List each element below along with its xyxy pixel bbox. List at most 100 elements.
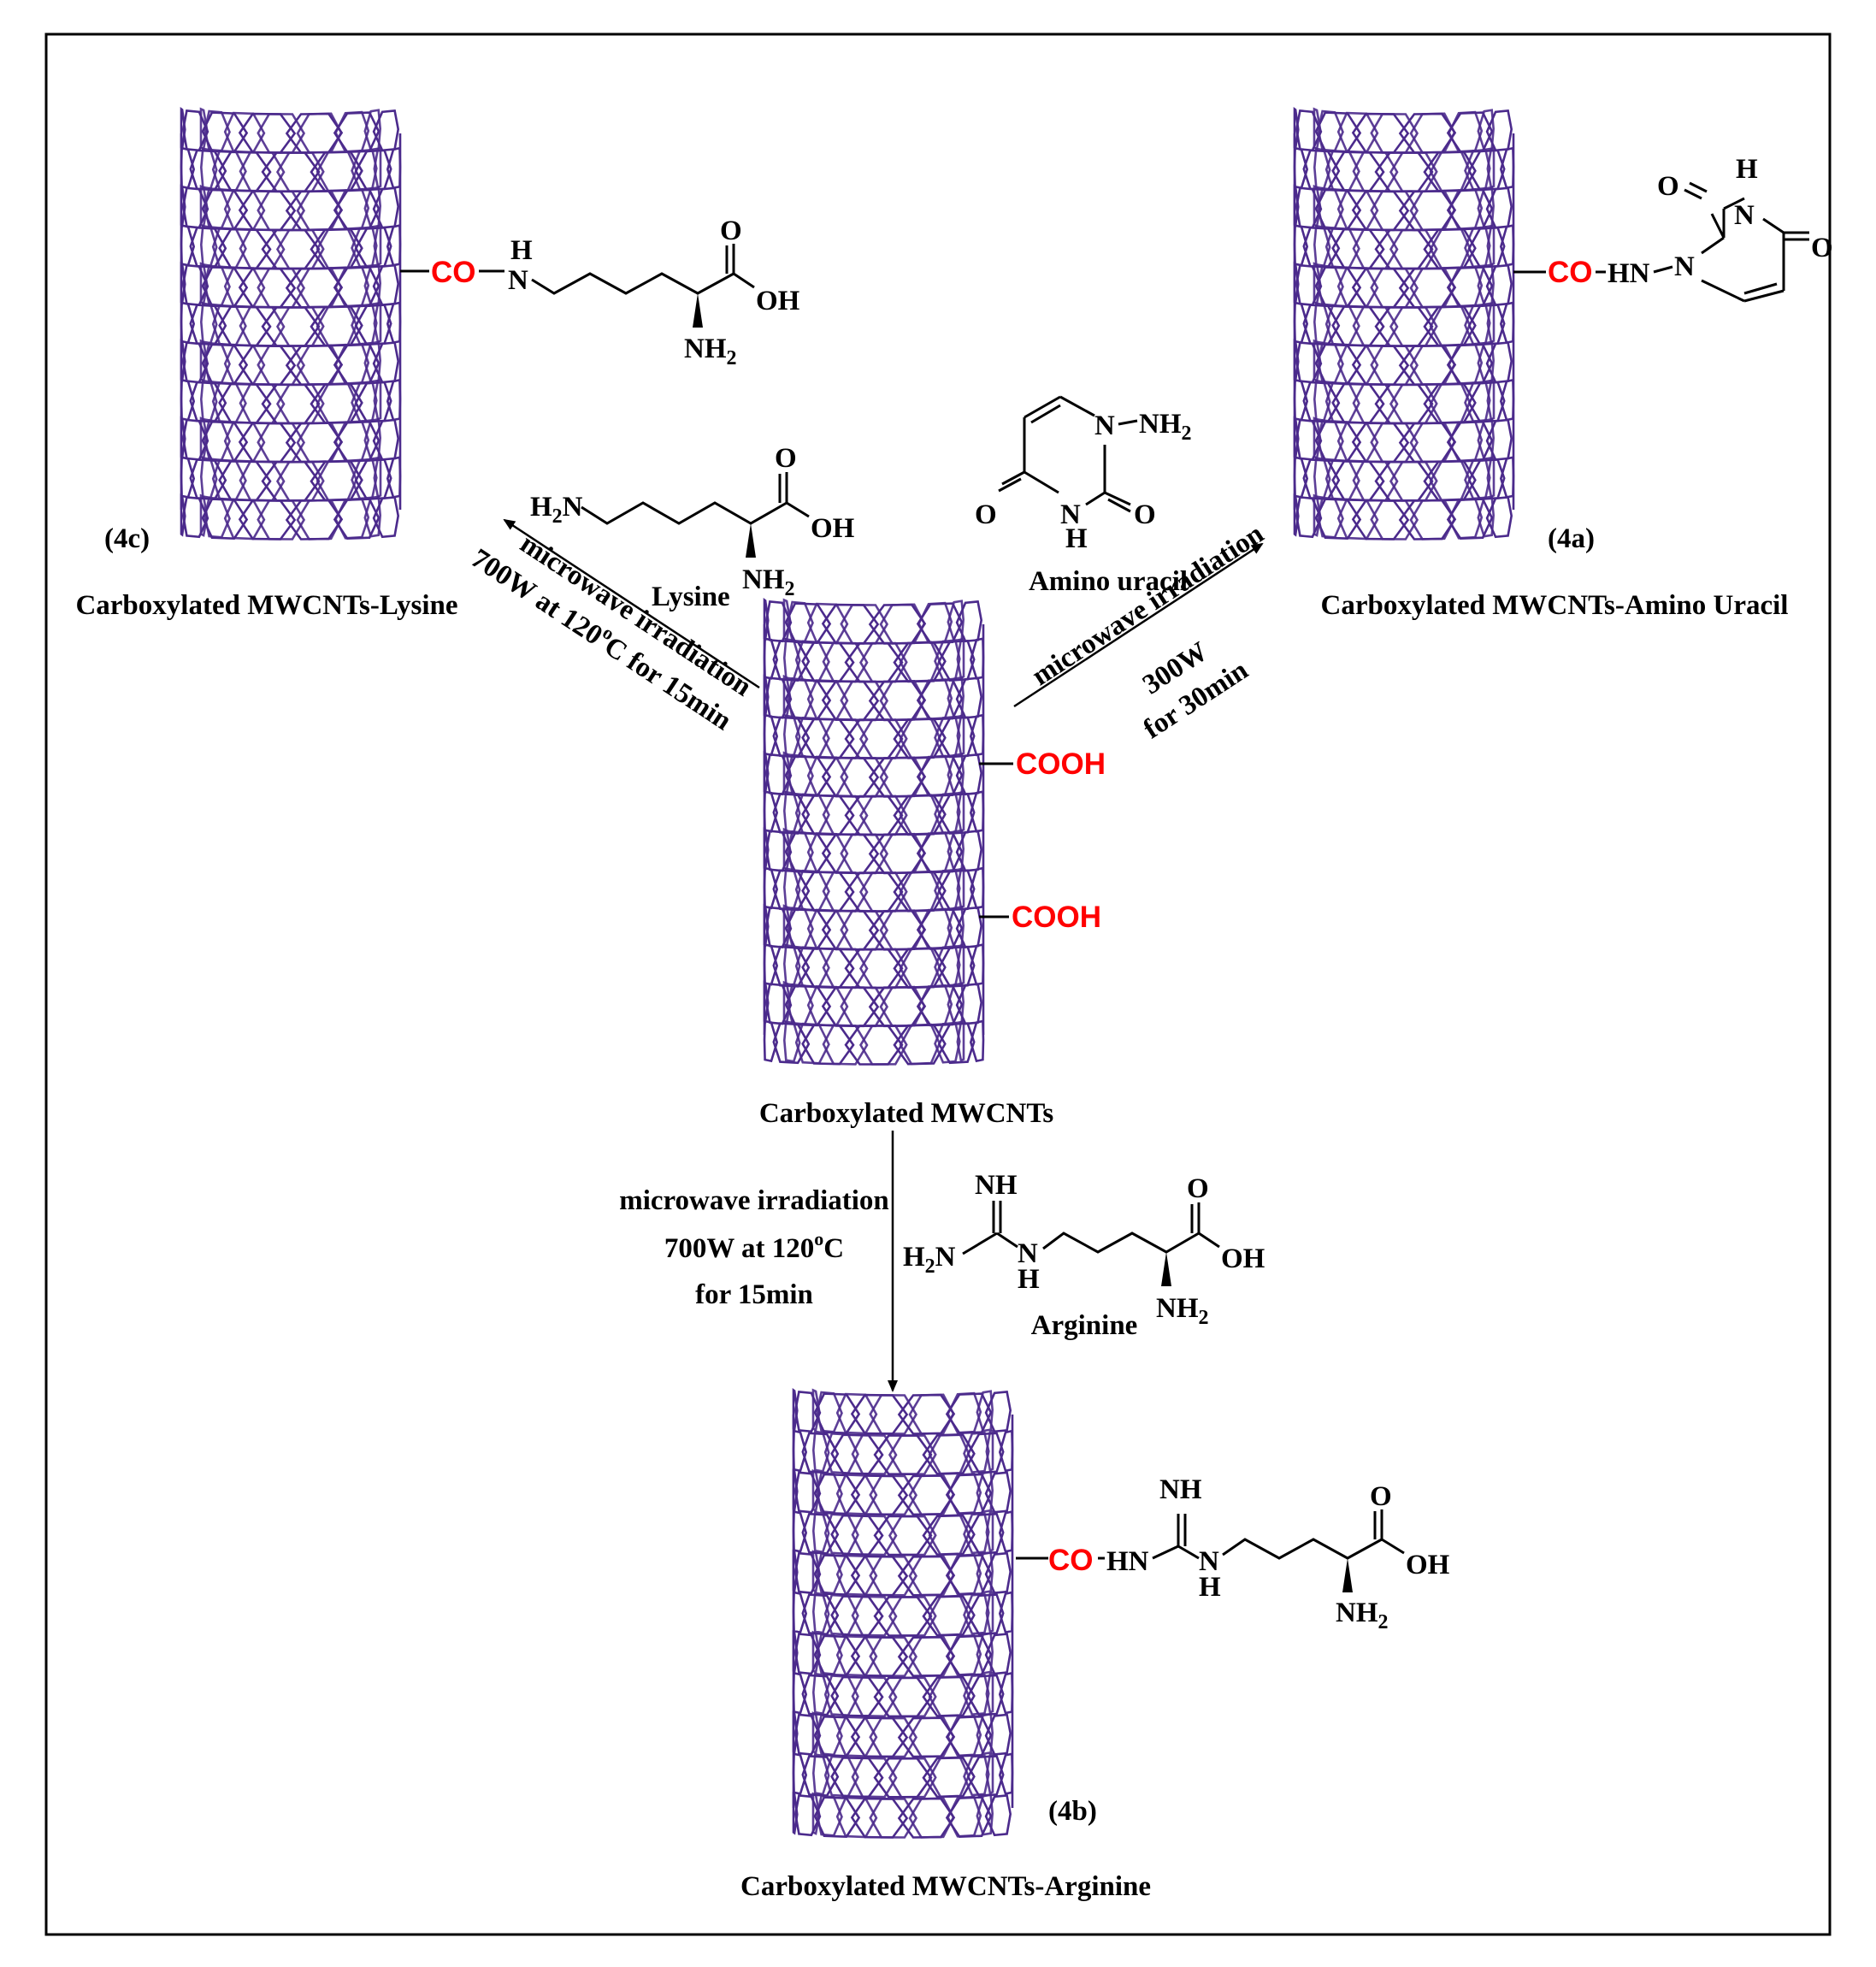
atom-hn: HN <box>1608 258 1650 289</box>
nanotube-hexagon <box>869 1636 918 1678</box>
nanotube-hexagon <box>835 1716 878 1757</box>
nanotube-hexagon <box>908 1635 955 1677</box>
nanotube-hexagon <box>811 1630 821 1675</box>
conditions-down-line3: for 15min <box>695 1279 813 1310</box>
nanotube-hexagon <box>373 377 382 422</box>
nanotube-hexagon <box>922 1595 976 1637</box>
nanotube-hexagon <box>811 1792 821 1835</box>
atom-o: O <box>1187 1173 1209 1204</box>
conditions-down-line2: 700W at 120oC <box>664 1228 844 1264</box>
nanotube-hexagon <box>888 1515 937 1556</box>
nanotube-hexagon <box>888 1757 937 1799</box>
nanotube-hexagon <box>963 1754 990 1797</box>
atom-nh2: NH2 <box>684 334 737 369</box>
nanotube-hexagon <box>811 1592 830 1634</box>
atom-hn: HN <box>1106 1546 1149 1577</box>
nanotube-hexagon <box>811 1510 830 1554</box>
nanotube-hexagon <box>869 1797 918 1839</box>
linker-co-4b: CO <box>1048 1544 1094 1577</box>
nanotube-hexagon <box>984 1793 1012 1837</box>
atom-h: H <box>1018 1264 1040 1295</box>
atom-n1: N <box>1094 411 1115 441</box>
nanotube-hexagon <box>793 1390 822 1433</box>
nanotube-hexagon <box>816 1633 843 1675</box>
nanotube-hexagon <box>908 1716 955 1758</box>
nanotube-hexagon <box>373 145 382 190</box>
nanotube-hexagon <box>976 1793 994 1836</box>
nanotube-hexagon <box>794 1022 830 1065</box>
nanotube-hexagon <box>1295 495 1323 539</box>
nanotube-hexagon <box>296 499 343 540</box>
atom-o: O <box>775 443 797 474</box>
nanotube-hexagon <box>928 1675 970 1717</box>
nanotube-hexagon <box>888 1676 937 1718</box>
arrow-to-4a <box>1013 542 1264 708</box>
nanotube-hexagon <box>816 1472 843 1515</box>
nanotube-hexagon <box>793 1471 822 1514</box>
nanotube-hexagon <box>1336 498 1379 540</box>
reagent-amino-uracil-name: Amino uracil <box>1029 566 1188 597</box>
atom-h2n: H2N <box>530 492 583 528</box>
nanotube-hexagon <box>947 1473 982 1515</box>
nanotube-hexagon <box>956 942 965 986</box>
atom-oh: OH <box>811 513 855 544</box>
product-4b-structure: CO HN NH N H O OH NH2 <box>1016 1474 1450 1633</box>
atom-n3: N <box>1734 200 1755 231</box>
atom-nh2: NH2 <box>1156 1293 1209 1329</box>
nanotube-hexagon <box>858 1024 908 1066</box>
atom-oh: OH <box>1406 1550 1450 1580</box>
atom-nh: NH <box>1159 1474 1202 1505</box>
atom-n: N <box>1018 1238 1038 1269</box>
nanotube-hexagon <box>888 1595 937 1637</box>
nanotube-hexagon <box>985 1509 994 1553</box>
nanotube-hexagon <box>835 1554 878 1597</box>
atom-o2: O <box>1657 171 1679 202</box>
nanotube-hexagon <box>928 1594 970 1637</box>
nanotube-hexagon <box>956 712 965 756</box>
nanotube-hexagon <box>947 1715 982 1757</box>
nanotube-hexagon <box>1409 499 1456 540</box>
nanotube-hexagon <box>956 636 965 680</box>
arrow-to-4c <box>503 518 760 689</box>
nanotube-hexagon <box>835 1634 878 1677</box>
nanotube-hexagon <box>373 455 382 499</box>
atom-o4: O <box>1811 233 1833 263</box>
nanotube-hexagon <box>888 1434 937 1476</box>
nanotube-hexagon <box>835 1474 878 1515</box>
nanotube-hexagon <box>869 1393 918 1435</box>
nanotube-hexagon <box>1486 145 1495 190</box>
linker-co-4c: CO <box>431 256 476 289</box>
center-carboxyl-groups: COOH COOH <box>979 747 1106 934</box>
nanotube-hexagon <box>823 1593 859 1636</box>
atom-h: H <box>510 235 533 266</box>
nanotube-hexagon <box>908 1555 955 1597</box>
product-4c-id: (4c) <box>104 523 150 554</box>
nanotube-hexagon <box>811 1430 830 1473</box>
nanotube-hexagon <box>976 1712 994 1756</box>
nanotube-hexagon <box>963 1674 990 1716</box>
nanotube-hexagon <box>928 1514 970 1556</box>
product-4a-caption: Carboxylated MWCNTs-Amino Uracil <box>1321 590 1789 621</box>
nanotube-hexagon <box>947 1633 982 1676</box>
nanotube-hexagon <box>204 496 231 539</box>
nanotube-hexagon <box>782 1020 801 1063</box>
nanotube-hexagon <box>851 1757 898 1799</box>
product-4b-id: (4b) <box>1048 1796 1097 1827</box>
nanotube-hexagon <box>851 1433 898 1475</box>
nanotube-hexagon <box>257 499 306 540</box>
nanotube-hexagon <box>908 1474 955 1516</box>
nanotube-hexagon <box>334 497 370 540</box>
nanotube-hexagon <box>984 1633 1012 1675</box>
nanotube-hexagon <box>851 1595 898 1637</box>
figure-frame <box>44 32 1832 1936</box>
nanotube-hexagon <box>1485 495 1513 539</box>
nanotube-hexagon <box>1317 496 1344 539</box>
nanotube-hexagon <box>976 1632 994 1675</box>
nanotube-hexagon <box>835 1392 878 1435</box>
atom-nh2: NH2 <box>742 564 795 600</box>
nanotube-hexagon <box>1313 493 1322 537</box>
nanotube-hexagon <box>947 1553 982 1596</box>
nanotube-hexagon <box>793 1551 822 1594</box>
nanotube-hexagon <box>811 1388 821 1432</box>
atom-o2: O <box>1134 499 1156 530</box>
